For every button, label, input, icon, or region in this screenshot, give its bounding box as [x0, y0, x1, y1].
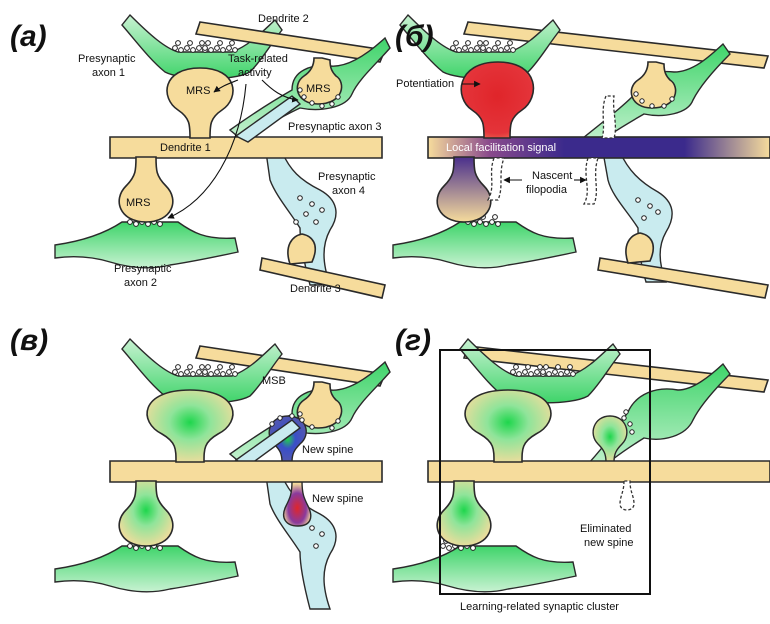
eliminated-spine-outline: [619, 480, 635, 511]
dendrite-3: [259, 257, 386, 299]
panel-a: [54, 13, 391, 299]
label-new-spine-1: New spine: [302, 444, 353, 456]
label-mrs-right: MRS: [306, 83, 330, 95]
labels: (а) (б) (в) (г) Presynaptic axon 1 Dendr…: [10, 13, 634, 613]
panel-c: [54, 337, 391, 610]
label-eliminated-line1: Eliminated: [580, 523, 631, 535]
local-facilitation-signal-bar: [427, 136, 770, 159]
nascent-filopodia-1: [601, 95, 617, 139]
panel-letter-a: (а): [10, 20, 47, 53]
label-new-spine-2: New spine: [312, 493, 363, 505]
presynaptic-axon-1: [121, 13, 283, 80]
nascent-filopodia-3: [582, 157, 599, 205]
new-spine-red: [282, 480, 312, 527]
spine-green-bottom-d: [436, 480, 492, 547]
panel-letter-d: (г): [395, 324, 431, 357]
arrow-task-to-mrs-right: [261, 79, 299, 103]
label-local-facilitation: Local facilitation signal: [446, 142, 556, 154]
label-nascent-filopodia-line1: Nascent: [532, 170, 572, 182]
panel-letter-b: (б): [395, 20, 434, 53]
dendrite-1: [109, 136, 383, 159]
label-presynaptic-axon-1-line2: axon 1: [92, 67, 125, 79]
presynaptic-axon-2: [54, 221, 239, 269]
spine-green-new-d: [592, 415, 628, 463]
label-eliminated-line2: new spine: [584, 537, 634, 549]
mrs-bottom: [118, 156, 174, 223]
nascent-filopodia-2: [486, 157, 505, 201]
dendrite-3-spine: [287, 233, 317, 265]
label-presynaptic-axon-4-line1: Presynaptic: [318, 171, 376, 183]
label-potentiation: Potentiation: [396, 78, 454, 90]
bottom-spine-b: [436, 156, 492, 223]
label-presynaptic-axon-1-line1: Presynaptic: [78, 53, 136, 65]
label-presynaptic-axon-4-line2: axon 4: [332, 185, 365, 197]
label-mrs-bottom: MRS: [126, 197, 150, 209]
arrow-task-to-mrs-top: [213, 79, 239, 93]
arrow-task-to-mrs-bottom: [167, 83, 247, 219]
label-nascent-filopodia-line2: filopodia: [526, 184, 568, 196]
label-dendrite-2: Dendrite 2: [258, 13, 309, 25]
potentiated-spine: [460, 61, 535, 139]
label-dendrite-1: Dendrite 1: [160, 142, 211, 154]
label-presynaptic-axon-2-line2: axon 2: [124, 277, 157, 289]
presynaptic-axon-3-stem: [234, 95, 302, 143]
mrs-right: [296, 57, 343, 105]
panel-b: [392, 13, 770, 299]
spine-green-top-d: [464, 389, 552, 463]
label-cluster: Learning-related synaptic cluster: [460, 601, 619, 613]
spine-green-top-c: [146, 389, 234, 463]
label-task-related-line1: Task-related: [228, 53, 288, 65]
label-presynaptic-axon-3: Presynaptic axon 3: [288, 121, 382, 133]
dendrite-2: [194, 21, 387, 63]
panel-d: [392, 337, 770, 595]
label-mrs-top: MRS: [186, 85, 210, 97]
cluster-box: [439, 349, 651, 595]
panel-letter-c: (в): [10, 324, 48, 357]
mrs-top: [166, 67, 234, 139]
label-msb: MSB: [262, 375, 286, 387]
label-dendrite-3: Dendrite 3: [290, 283, 341, 295]
spine-green-bottom-c: [118, 480, 174, 547]
label-presynaptic-axon-2-line1: Presynaptic: [114, 263, 172, 275]
label-task-related-line2: activity: [238, 67, 272, 79]
